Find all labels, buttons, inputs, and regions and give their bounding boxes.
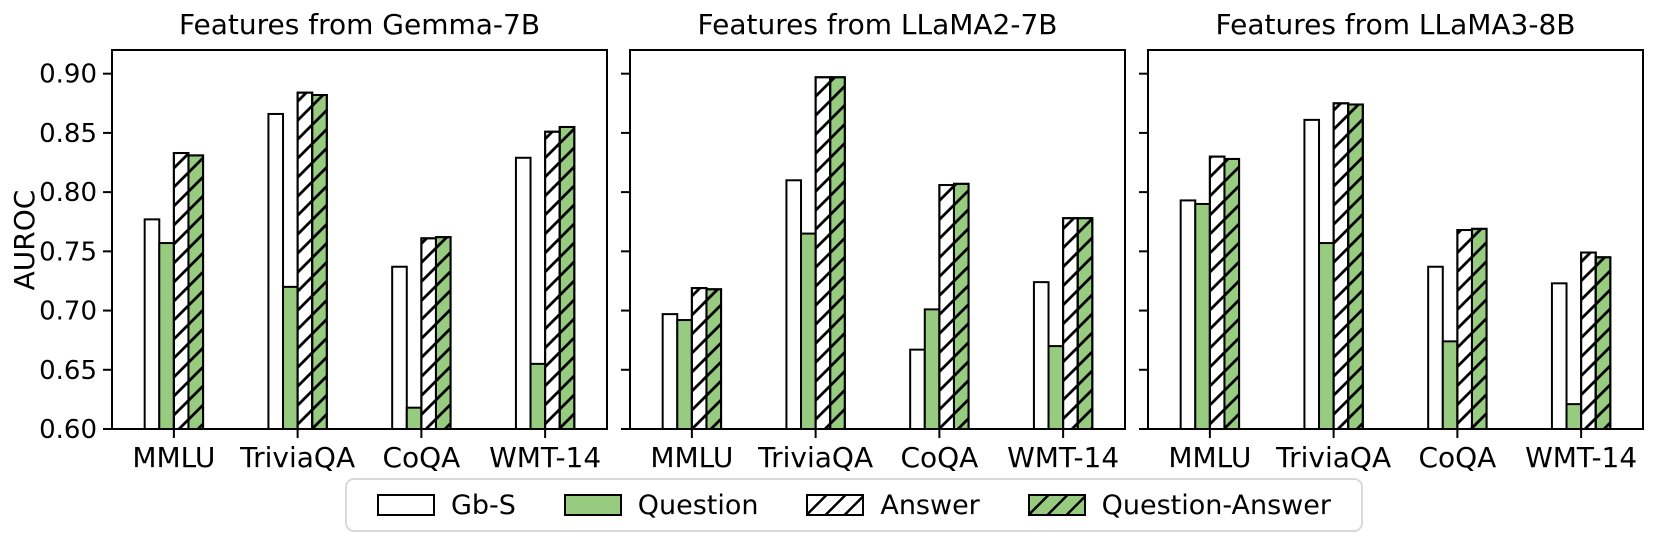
legend-swatch-white (377, 494, 435, 516)
y-tick-label: 0.85 (39, 119, 97, 149)
subplot-title: Features from LLaMA3-8B (1216, 8, 1576, 41)
bar-hatch-overlay (296, 91, 314, 430)
y-tick-label: 0.75 (39, 237, 97, 267)
legend-item-question: Question (563, 489, 759, 521)
bar-hatch-overlay (938, 184, 955, 430)
legend-swatch-green (563, 494, 622, 516)
y-tick-label: 0.90 (39, 60, 97, 90)
subplot-1: Features from LLaMA2-7B MMLU TriviaQA CoQA W… (621, 8, 1126, 474)
bar-hatch-overlay (1456, 229, 1473, 430)
bar-hatch-overlay (544, 130, 561, 431)
y-tick-label: 0.65 (39, 356, 97, 386)
legend-item-answer: Answer (806, 489, 980, 521)
bar-gb-s-mmlu (661, 313, 679, 431)
x-tick-label: MMLU (1168, 441, 1251, 474)
bar-gb-s-triviaqa (1303, 118, 1321, 431)
y-tick-label: 0.60 (39, 415, 97, 445)
bar-gb-s-triviaqa (267, 112, 285, 431)
bar-hatch-overlay (1332, 102, 1350, 430)
bar-gb-s-coqa (1427, 265, 1444, 430)
bar-hatch-overlay (705, 288, 723, 430)
x-tick-label: TriviaQA (239, 441, 355, 474)
bar-question-mmlu (1194, 202, 1211, 430)
bar-hatch-overlay (690, 287, 708, 431)
bar-hatch-overlay (1470, 227, 1488, 430)
bar-question-coqa (1441, 340, 1459, 431)
y-axis-label: AUROC (8, 190, 41, 291)
bar-gb-s-mmlu (143, 218, 161, 430)
x-tick-label: TriviaQA (757, 441, 873, 474)
x-tick-label: MMLU (650, 441, 733, 474)
legend: Gb-S Question Answer Question-Answer (345, 478, 1363, 532)
bar-hatch-overlay (1208, 155, 1226, 430)
bar-hatch-overlay (420, 237, 437, 430)
x-tick-label: TriviaQA (1275, 441, 1391, 474)
subplot-title: Features from Gemma-7B (179, 8, 540, 41)
bar-hatch-overlay (829, 76, 846, 430)
x-tick-label: WMT-14 (1525, 441, 1637, 474)
legend-item-question-answer: Question-Answer (1027, 489, 1331, 521)
bar-hatch-overlay (1062, 217, 1079, 430)
bar-hatch-overlay (1347, 103, 1364, 430)
plot-border (1147, 49, 1644, 430)
bar-hatch-overlay (814, 76, 832, 430)
x-tick-label: WMT-14 (489, 441, 601, 474)
bar-question-mmlu (158, 242, 175, 430)
y-tick-label: 0.70 (39, 297, 97, 327)
legend-label: Question (637, 489, 759, 521)
x-tick-label: CoQA (900, 441, 978, 474)
bar-question-triviaqa (800, 232, 817, 430)
bar-question-triviaqa (1318, 242, 1335, 430)
bar-gb-s-coqa (909, 348, 926, 431)
bar-gb-s-triviaqa (785, 179, 803, 430)
bar-gb-s-wmt-14 (1032, 281, 1050, 431)
bar-hatch-overlay (311, 94, 328, 430)
x-tick-label: MMLU (132, 441, 215, 474)
plot-border (111, 49, 608, 430)
bar-question-mmlu (676, 319, 693, 431)
bar-gb-s-coqa (391, 265, 408, 430)
bar-question-triviaqa (282, 285, 299, 430)
bar-question-coqa (923, 308, 941, 430)
bar-hatch-overlay (1223, 157, 1241, 430)
plot-border (629, 49, 1126, 430)
bar-hatch-overlay (187, 154, 205, 431)
bar-gb-s-wmt-14 (514, 156, 532, 430)
x-tick-label: CoQA (382, 441, 460, 474)
bar-question-wmt-14 (529, 362, 547, 430)
bar-hatch-overlay (1076, 217, 1094, 430)
bar-hatch-overlay (558, 125, 576, 430)
subplot-0: Features from Gemma-7B 0.60 0.65 0.70 0.75 0.… (39, 8, 608, 474)
bar-hatch-overlay (1580, 251, 1597, 430)
bar-question-coqa (405, 406, 423, 430)
bar-question-wmt-14 (1047, 345, 1065, 430)
legend-label: Answer (880, 489, 980, 521)
bar-chart-canvas: AUROC Features from Gemma-7B 0.60 0.65 0.70… (8, 8, 1644, 474)
subplots-group: Features from Gemma-7B 0.60 0.65 0.70 0.75 0.… (39, 8, 1644, 474)
bar-hatch-overlay (1594, 256, 1612, 430)
legend-swatch-hatched-white (806, 494, 865, 516)
subplot-2: Features from LLaMA3-8B MMLU TriviaQA CoQA W… (1139, 8, 1644, 474)
x-tick-label: WMT-14 (1007, 441, 1119, 474)
legend-label: Gb-S (451, 489, 516, 521)
bar-gb-s-mmlu (1179, 199, 1197, 430)
legend-swatch-hatched-green (1027, 494, 1086, 516)
bar-hatch-overlay (952, 182, 970, 430)
y-tick-label: 0.80 (39, 178, 97, 208)
legend-item-gb-s: Gb-S (377, 490, 516, 521)
bar-question-wmt-14 (1565, 403, 1583, 430)
bar-hatch-overlay (172, 152, 190, 430)
subplot-title: Features from LLaMA2-7B (698, 8, 1058, 41)
legend-label: Question-Answer (1101, 489, 1331, 521)
x-tick-label: CoQA (1418, 441, 1496, 474)
bar-hatch-overlay (434, 236, 452, 430)
bar-gb-s-wmt-14 (1550, 282, 1568, 430)
